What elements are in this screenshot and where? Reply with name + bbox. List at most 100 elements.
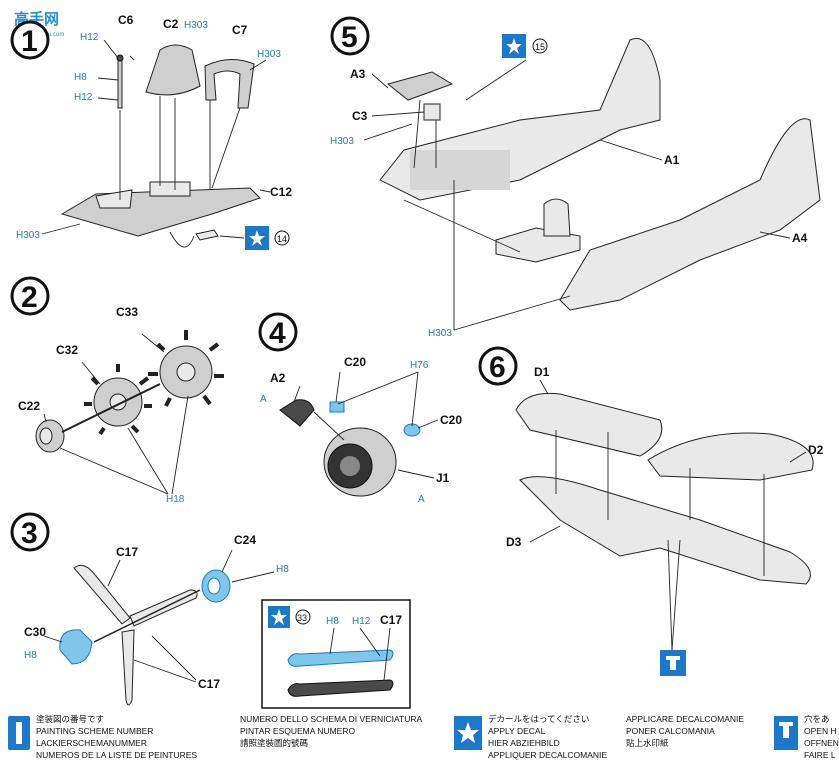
step-4: 4 A2 C20 C20 J1 A H76 A (258, 312, 462, 505)
stick-grip (116, 54, 124, 62)
legend-drill-icon (779, 722, 793, 738)
legend-paint-jp: 塗装図の番号です (36, 714, 104, 724)
paint-h8: H8 (74, 72, 87, 83)
decal-star-icon (249, 230, 265, 246)
label-c22: C22 (18, 399, 40, 413)
decal-star-icon-15 (506, 38, 522, 54)
cowl-front-c22 (35, 419, 65, 453)
paint-a-1: A (260, 394, 267, 405)
inset-label-c17: C17 (380, 613, 402, 627)
label-c12: C12 (270, 185, 292, 199)
paint-h8-a: H8 (276, 564, 289, 575)
label-d3: D3 (506, 535, 522, 549)
label-d2: D2 (808, 443, 824, 457)
legend-hole-fr: FAIRE L (804, 750, 836, 760)
label-j1: J1 (436, 471, 450, 485)
spinner-c30 (59, 629, 93, 665)
seat-c2 (145, 44, 201, 96)
legend-decal-cn: 貼上水印紙 (626, 738, 669, 748)
step-6: 6 D1 D2 D3 (478, 346, 824, 676)
label-c17-a: C17 (116, 545, 138, 559)
cockpit-seat-frame (543, 198, 571, 237)
propeller-painting-inset: 33 H8 H12 C17 (261, 599, 411, 709)
legend: 塗装図の番号です PAINTING SCHEME NUMBER LACKIERS… (8, 714, 839, 760)
step-2-circle (10, 276, 50, 316)
engine-front-c32 (84, 364, 152, 436)
legend-paint-en: PAINTING SCHEME NUMBER (36, 726, 153, 736)
label-a1: A1 (664, 153, 680, 167)
step-5: 5 A3 C3 A1 A4 H303 H303 15 (330, 16, 821, 339)
label-c20-b: C20 (440, 413, 462, 427)
inset-paint-h8: H8 (326, 616, 339, 627)
paint-h12-a: H12 (80, 32, 99, 43)
step-4-circle (258, 312, 298, 352)
paint-h303-a: H303 (184, 20, 208, 31)
step-2: 2 C33 C32 C22 H18 (10, 276, 224, 505)
legend-decal-jp: デカールをはってください (488, 714, 589, 724)
label-c30: C30 (24, 625, 46, 639)
paint-h303-c: H303 (16, 230, 40, 241)
legend-decal-it: APPLICARE DECALCOMANIE (626, 714, 744, 724)
wing-upper-left-d1 (515, 392, 663, 457)
label-c17-b: C17 (198, 677, 220, 691)
label-c2: C2 (163, 17, 179, 31)
paint-h76: H76 (410, 360, 429, 371)
legend-decal-fr: APPLIQUER DECALCOMANIE (488, 750, 607, 760)
intake-c20-a (329, 401, 345, 413)
label-a4: A4 (792, 231, 808, 245)
step-6-number: 6 (489, 351, 506, 384)
legend-paint-fr: NUMEROS DE LA LISTE DE PEINTURES (36, 750, 197, 760)
step-3-number: 3 (21, 517, 38, 550)
propeller-blade-3 (121, 629, 135, 706)
control-stick-c6 (117, 57, 123, 109)
step-1-number: 1 (21, 25, 38, 58)
inset-star-icon (271, 609, 287, 625)
legend-paint-de: LACKIERSCHEMANUMMER (36, 738, 147, 748)
engine-cowling-j1 (323, 427, 397, 497)
frame-c7 (204, 59, 255, 109)
label-a2: A2 (270, 371, 286, 385)
paint-h8-b: H8 (24, 650, 37, 661)
step-2-number: 2 (21, 281, 38, 314)
instrument-panel-a3 (386, 71, 454, 101)
step-1: 1 C6 C2 C7 C12 H12 H8 H12 H303 H303 H303 (10, 13, 292, 250)
paint-h303-d: H303 (330, 136, 354, 147)
label-c7: C7 (232, 23, 248, 37)
engine-rear-c33 (148, 330, 224, 407)
wing-lower-d3 (519, 476, 811, 585)
step-1-circle (10, 20, 50, 60)
floor-rudder-pedals (95, 189, 133, 209)
drill-icon (666, 656, 680, 670)
step-3: 3 C17 C24 C30 C17 H8 H8 33 H8 H12 (10, 512, 411, 709)
legend-decal-en: APPLY DECAL (488, 726, 546, 736)
legend-hole-de: OFFNEN (804, 738, 839, 748)
step-5-number: 5 (341, 21, 358, 54)
decal-strip (195, 229, 219, 241)
fuselage-half-a4 (559, 118, 821, 311)
legend-decal-es: PONER CALCOMANIA (626, 726, 715, 736)
step-4-number: 4 (269, 317, 286, 350)
step-5-circle (330, 16, 370, 56)
label-c24: C24 (234, 533, 256, 547)
paint-h18: H18 (166, 494, 185, 505)
cowl-panel-a2 (279, 399, 315, 427)
paint-h12-b: H12 (74, 92, 93, 103)
inset-paint-h12: H12 (352, 616, 371, 627)
label-c33: C33 (116, 305, 138, 319)
legend-paint-es: PINTAR ESQUEMA NUMERO (240, 726, 355, 736)
inset-decal-number: 33 (297, 613, 307, 623)
inset-blade-painted-blue (287, 649, 394, 667)
inset-blade-painted-dark (287, 679, 394, 697)
paint-h303-e: H303 (428, 328, 452, 339)
legend-star-icon (457, 722, 479, 743)
wing-upper-right-d2 (647, 432, 814, 481)
label-c20-a: C20 (344, 355, 366, 369)
bracket-c3 (423, 103, 441, 121)
label-d1: D1 (534, 365, 550, 379)
paint-a-2: A (418, 494, 425, 505)
label-a3: A3 (350, 67, 366, 81)
legend-hole-en: OPEN H (804, 726, 837, 736)
decal-number-15: 15 (535, 42, 545, 52)
decal-number-14: 14 (277, 234, 287, 244)
